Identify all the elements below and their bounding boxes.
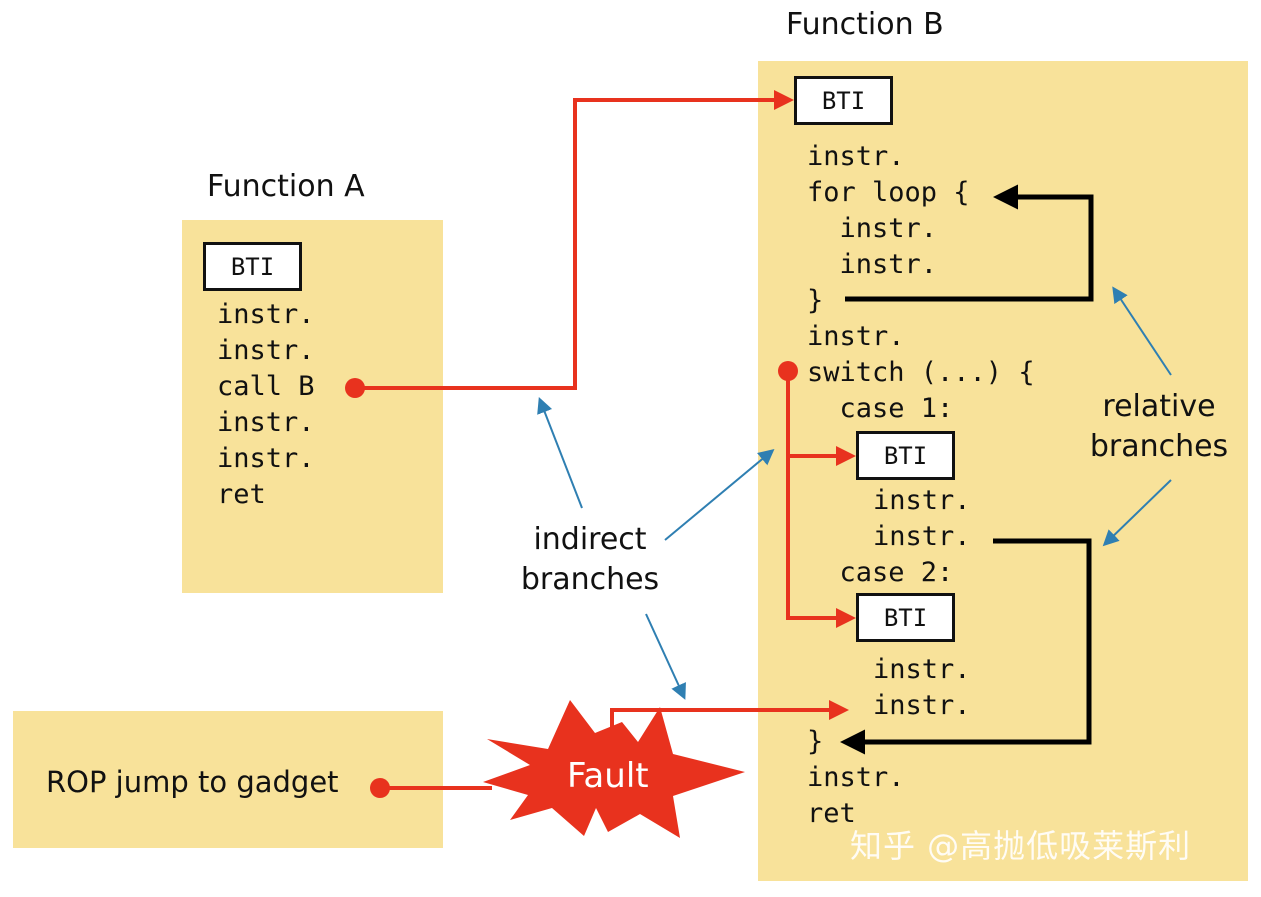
function-b-line: }	[807, 285, 824, 316]
switch-indirect-branch	[786, 371, 856, 628]
relative-pointer-down	[1102, 479, 1172, 547]
indirect-label-line2: branches	[520, 562, 660, 597]
call-b-origin-dot	[345, 378, 365, 398]
case1-line: instr.	[873, 485, 971, 516]
relative-label-line2: branches	[1089, 429, 1229, 464]
function-b-bti-marker: BTI	[794, 76, 893, 125]
function-b-line: case 1:	[807, 393, 954, 424]
relative-branches-label: relative branches	[1073, 387, 1245, 467]
function-b-line: }	[807, 726, 824, 757]
call-b-indirect-branch	[355, 90, 794, 390]
case1-line: instr.	[873, 521, 971, 552]
function-b-title: Function B	[786, 7, 944, 42]
rop-box	[13, 711, 443, 848]
function-a-line: instr.	[217, 407, 315, 438]
loop-relative-branch	[845, 184, 1094, 302]
indirect-pointer-down	[645, 613, 686, 700]
relative-pointer-up	[1112, 286, 1172, 376]
function-b-line: instr.	[807, 249, 938, 280]
case1-bti-marker: BTI	[856, 431, 955, 480]
rop-label: ROP jump to gadget	[46, 765, 339, 799]
relative-label-line1: relative	[1102, 389, 1216, 424]
function-b-line: instr.	[807, 321, 905, 352]
case2-line: instr.	[873, 654, 971, 685]
rop-origin-dot	[370, 778, 390, 798]
fault-gadget-branch	[610, 700, 849, 755]
watermark: 知乎 @高抛低吸莱斯利	[850, 827, 1192, 865]
fault-starburst	[483, 700, 745, 838]
function-b-line: for loop {	[807, 177, 970, 208]
function-a-bti-marker: BTI	[203, 242, 302, 291]
case2-label: case 2:	[807, 557, 954, 588]
case1-exit-relative-branch	[840, 538, 1092, 755]
function-b-line: ret	[807, 798, 856, 829]
function-a-line: instr.	[217, 299, 315, 330]
function-a-line: call B	[217, 371, 315, 402]
indirect-label-line1: indirect	[533, 522, 647, 557]
function-b-line: switch (...) {	[807, 357, 1035, 388]
function-b-line: instr.	[807, 141, 905, 172]
indirect-pointer-up	[537, 397, 583, 509]
case2-line: instr.	[873, 690, 971, 721]
function-a-title: Function A	[207, 169, 365, 204]
function-b-line: instr.	[807, 762, 905, 793]
indirect-pointer-right	[664, 448, 775, 541]
function-b-line: instr.	[807, 213, 938, 244]
function-a-line: instr.	[217, 443, 315, 474]
fault-label: Fault	[567, 756, 649, 796]
case2-bti-marker: BTI	[856, 593, 955, 642]
switch-origin-dot	[778, 361, 798, 381]
function-a-line: instr.	[217, 335, 315, 366]
indirect-branches-label: indirect branches	[500, 520, 680, 600]
function-a-line: ret	[217, 479, 266, 510]
